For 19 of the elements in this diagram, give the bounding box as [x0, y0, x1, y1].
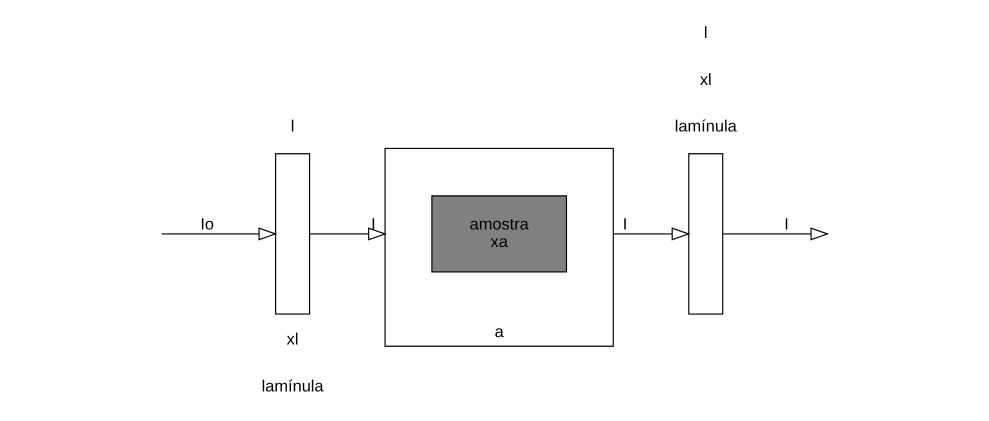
arrow — [613, 227, 690, 240]
node-label: a — [494, 323, 504, 342]
node-label: l — [704, 24, 708, 42]
edge-label: I — [784, 215, 789, 234]
arrow — [310, 227, 387, 240]
edge-label: I — [622, 215, 628, 234]
node-label: l — [290, 118, 294, 136]
node-label: lamínula — [674, 118, 737, 136]
node-label: xl — [700, 70, 712, 89]
cluster — [384, 148, 614, 347]
edge-label: I — [371, 215, 376, 234]
node-box — [275, 153, 310, 315]
node-box: amostra xa — [431, 195, 568, 273]
arrow — [162, 227, 278, 240]
edge-label: Io — [200, 215, 214, 234]
node-label: lamínula — [262, 378, 324, 396]
node-box — [688, 153, 724, 315]
node-label: xl — [286, 330, 299, 349]
arrow — [723, 227, 830, 240]
